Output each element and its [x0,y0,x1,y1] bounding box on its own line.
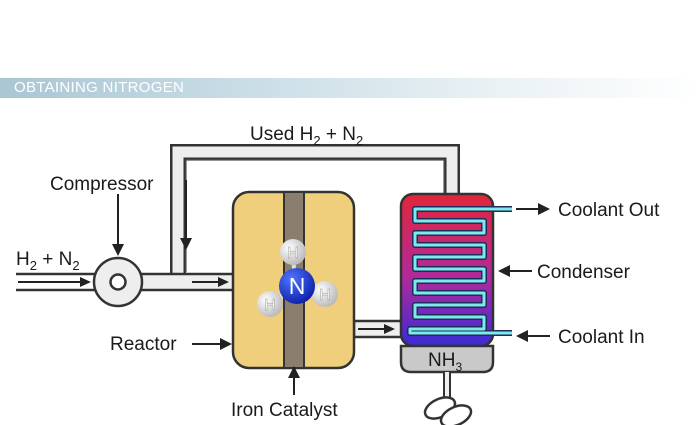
arrow-down-icon [112,244,124,256]
arrow-right-icon [220,338,232,350]
hydrogen-atom [312,281,338,307]
arrow-left-icon [516,330,528,342]
recycle-label: Used H2 + N2 [250,124,363,148]
molecule-h-label: H [287,245,299,262]
arrow-right-icon [538,203,550,215]
drain-valve-icon [423,372,473,425]
ammonia-molecule: H H H N [257,239,338,317]
hydrogen-atom [257,291,283,317]
ammonia-chamber [399,344,495,374]
section-banner: OBTAINING NITROGEN [0,78,700,98]
molecule-n-label: N [289,273,306,299]
coolant-in-label: Coolant In [558,327,645,348]
condenser-label: Condenser [537,262,631,283]
arrow-right-icon [80,277,91,287]
nitrogen-atom [279,268,315,304]
feed-label: H2 + N2 [16,249,80,273]
molecule-h-label: H [319,287,331,304]
coolant-out-label: Coolant Out [558,200,660,221]
molecule-h-label: H [264,297,276,314]
arrow-up-icon [288,366,300,378]
ammonia-label: NH3 [428,350,462,374]
reactor-label: Reactor [110,334,177,355]
arrow-right-icon [384,324,395,334]
hydrogen-atom [280,239,306,265]
arrow-down-icon [180,238,192,250]
arrow-right-icon [218,277,229,287]
iron-catalyst-label: Iron Catalyst [231,400,338,421]
compressor-icon [92,256,144,308]
banner-title: OBTAINING NITROGEN [14,79,185,96]
compressor-label: Compressor [50,174,154,195]
arrow-left-icon [498,265,510,277]
